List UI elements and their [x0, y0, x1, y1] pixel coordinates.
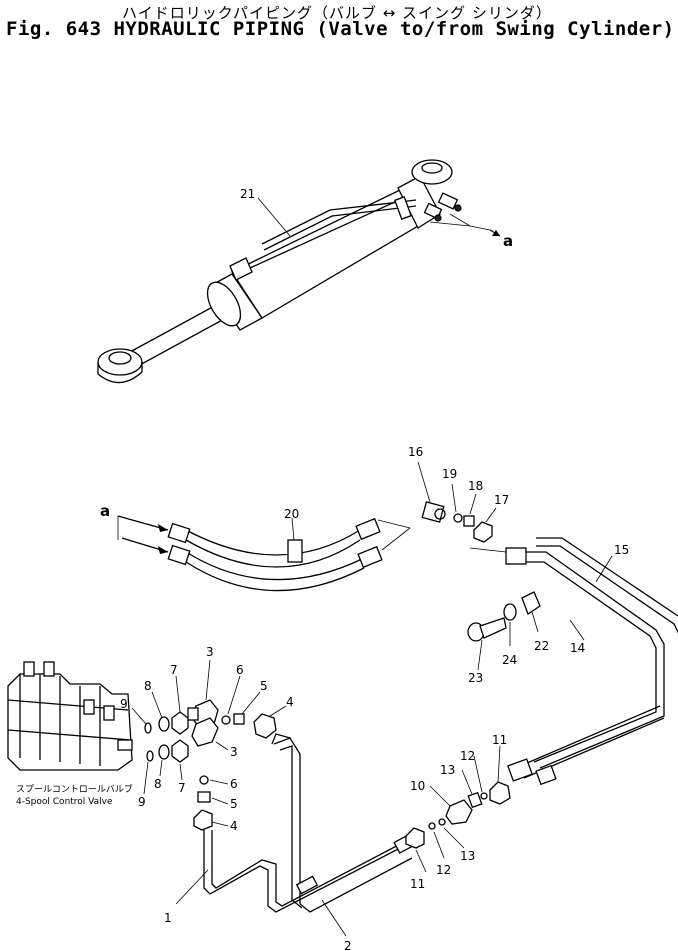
hose-assembly [117, 515, 411, 592]
marker-a-left: a [100, 502, 110, 520]
callout-11-upper: 11 [492, 733, 507, 747]
callout-12-upper: 12 [460, 749, 475, 763]
control-valve [7, 661, 133, 771]
callout-7-upper: 7 [170, 663, 178, 677]
callout-23: 23 [468, 671, 483, 685]
callout-2: 2 [344, 939, 352, 951]
callout-21: 21 [240, 187, 255, 201]
callout-8-lower: 8 [154, 777, 162, 791]
callout-8-upper: 8 [144, 679, 152, 693]
tubes-14-15 [469, 537, 678, 786]
callout-7-lower: 7 [178, 781, 186, 795]
callout-5-lower: 5 [230, 797, 238, 811]
title-japanese: ハイドロリックパイピング（バルブ ↔ スイング シリンダ） [122, 4, 552, 22]
callout-6-lower: 6 [230, 777, 238, 791]
callout-20: 20 [284, 507, 299, 521]
callout-18: 18 [468, 479, 483, 493]
callout-13-lower: 13 [460, 849, 475, 863]
tube-fittings-lower [405, 745, 511, 873]
valve-label-en: 4-Spool Control Valve [16, 797, 113, 807]
callout-6-upper: 6 [236, 663, 244, 677]
callout-4-lower: 4 [230, 819, 238, 833]
callout-17: 17 [494, 493, 509, 507]
callout-24: 24 [502, 653, 517, 667]
callout-5-upper: 5 [260, 679, 268, 693]
callout-9-upper: 9 [120, 697, 128, 711]
callout-10: 10 [410, 779, 425, 793]
valve-fittings [131, 659, 287, 831]
marker-a-top: a [503, 232, 513, 250]
callout-12-lower: 12 [436, 863, 451, 877]
callout-9-lower: 9 [138, 795, 146, 809]
callout-13-upper: 13 [440, 763, 455, 777]
callout-11-lower: 11 [410, 877, 425, 891]
swing-cylinder [97, 159, 501, 384]
figure-title: Fig. 643 HYDRAULIC PIPING (Valve to/from… [6, 18, 675, 40]
callout-22: 22 [534, 639, 549, 653]
callout-4-upper: 4 [286, 695, 294, 709]
callout-3-lower: 3 [230, 745, 238, 759]
clamp-bolt [467, 591, 541, 671]
callout-16: 16 [408, 445, 423, 459]
valve-label-jp: スプールコントロールバルブ [16, 783, 133, 795]
callout-3-upper: 3 [206, 645, 214, 659]
tubes-1-2 [175, 733, 415, 937]
callout-1: 1 [164, 911, 172, 925]
callout-19: 19 [442, 467, 457, 481]
upper-fittings [417, 461, 497, 543]
callout-15: 15 [614, 543, 629, 557]
callout-14: 14 [570, 641, 585, 655]
